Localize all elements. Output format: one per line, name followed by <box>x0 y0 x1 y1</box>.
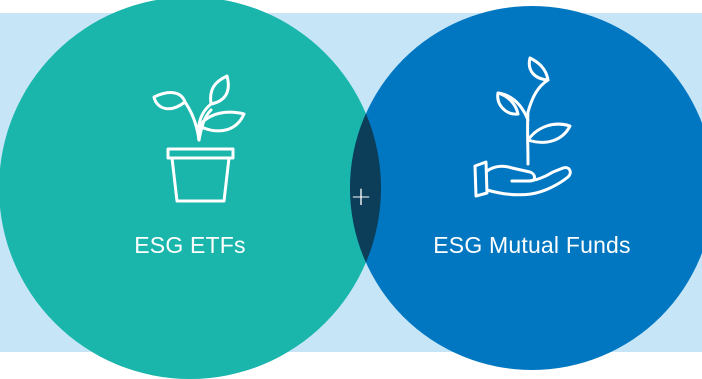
left-circle <box>0 0 381 379</box>
plant-hand-icon <box>473 56 572 198</box>
plant-pot-icon <box>152 74 246 203</box>
plus-sign: + <box>350 182 372 212</box>
right-circle <box>350 6 702 370</box>
left-circle-label: ESG ETFs <box>134 232 246 258</box>
right-circle-label: ESG Mutual Funds <box>433 232 631 258</box>
